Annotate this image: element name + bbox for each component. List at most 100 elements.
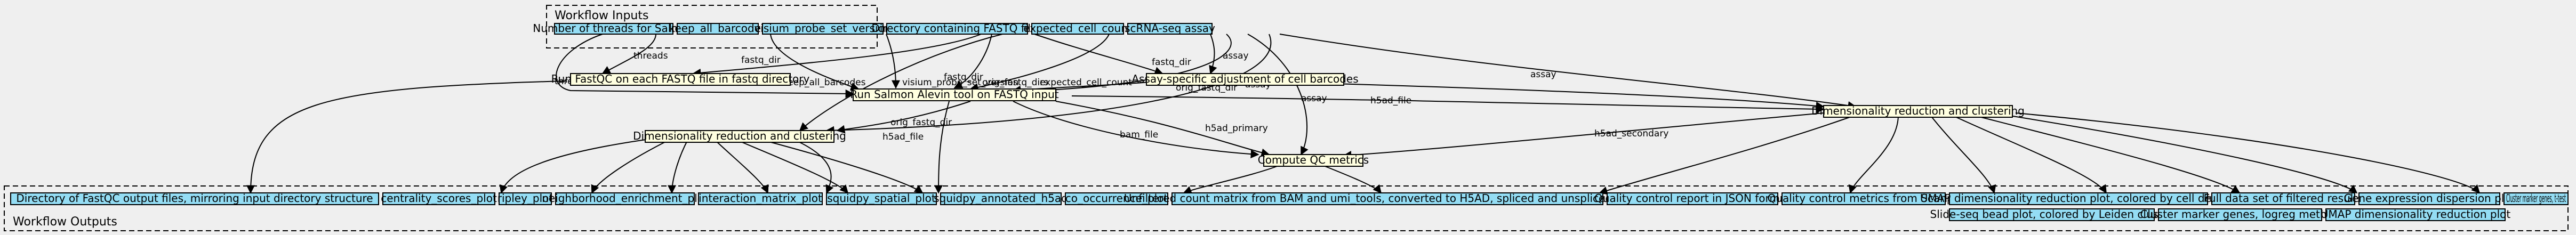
edge-label: h5ad_file (882, 132, 924, 142)
edge-fastqdir-adjust (1034, 34, 1163, 75)
output-node-neighborhood[interactable]: neighborhood_enrichment_plot (542, 192, 708, 205)
output-node-box (1607, 192, 1778, 205)
output-node-qc-scanpy[interactable]: Quality control metrics from Scanpy (1768, 192, 1960, 205)
workflow-outputs-label: Workflow Outputs (13, 215, 117, 229)
workflow-outputs-cluster (4, 185, 2569, 231)
output-node-box (1781, 192, 1946, 205)
step-node-dimred-right[interactable]: Dimensionality reduction and clustering (1811, 104, 2025, 117)
edge-dimred-right-slideseq (1972, 115, 2241, 193)
output-node-box (10, 192, 379, 205)
step-node-dimred-left[interactable]: Dimensionality reduction and clustering (633, 129, 846, 142)
edge-label: h5ad_file (1370, 95, 1411, 106)
edge-salmon-dimred-right (1071, 95, 1825, 114)
input-node-box (1031, 23, 1124, 35)
step-node-box (570, 73, 791, 86)
output-node-annotated[interactable]: squidpy_annotated_h5ad (934, 192, 1068, 205)
edge-threads-salmon (556, 34, 854, 98)
output-node-box (499, 192, 552, 205)
edge-dimred-right-dispersion (1930, 115, 1996, 194)
input-node-assay[interactable]: scRNA-seq assay (1125, 22, 1215, 35)
edge-dimred-right-full-data (1848, 115, 1899, 194)
edge-label: assay (1223, 51, 1249, 61)
input-node-box (762, 23, 884, 35)
edge-label: bam_file (1120, 129, 1158, 140)
edge-label: orig_fastq_dirs (982, 77, 1048, 88)
step-node-box (1823, 105, 2013, 118)
edges (246, 34, 2481, 195)
output-node-box (1065, 192, 1168, 205)
edge-label: fastq_dir (944, 72, 983, 83)
output-node-umap-plot[interactable]: UMAP dimensionality reduction plot (2321, 208, 2511, 221)
output-node-slideseq[interactable]: Slide-seq bead plot, colored by Leiden c… (1930, 208, 2174, 221)
output-node-box (698, 192, 823, 205)
step-node-box (645, 130, 834, 143)
edge-dimred-right-umap-density (1599, 115, 1856, 195)
edge-dimred-left-annotated (757, 138, 924, 193)
output-node-ripley[interactable]: ripley_plot (497, 192, 553, 205)
output-node-fastqc-dir[interactable]: Directory of FastQC output files, mirror… (16, 192, 373, 205)
output-node-markers-logreg[interactable]: Cluster marker genes, logreg method (2140, 208, 2340, 221)
step-node-qc[interactable]: Compute QC metrics (1258, 153, 1369, 166)
step-node-box (853, 88, 1056, 101)
input-node-fastq-dir[interactable]: Directory containing FASTQ files (871, 22, 1042, 35)
output-node-spatial[interactable]: squidpy_spatial_plot (827, 192, 936, 205)
workflow-inputs-label: Workflow Inputs (555, 9, 648, 22)
step-node-box (1146, 73, 1344, 86)
edge-fastqdir-dimred-left (799, 34, 1003, 132)
input-nodes: Number of threads for Salmon keep_all_ba… (533, 22, 1215, 35)
input-node-box (1127, 23, 1213, 35)
edge-label: orig_fastq_dir (890, 117, 952, 128)
edge-dimred-left-spatial (735, 139, 849, 194)
edge-assay-dimred-right (1279, 34, 1857, 110)
input-node-box (554, 23, 673, 35)
output-nodes: Directory of FastQC output files, mirror… (10, 192, 2569, 205)
edge-threads-fastqc (601, 34, 656, 74)
output-node-interaction[interactable]: interaction_matrix_plot (699, 192, 822, 205)
edge-assay-salmon (1012, 34, 1232, 96)
edge-dimred-left-centrality (499, 137, 662, 194)
input-node-keep-all-barcodes[interactable]: keep_all_barcodes (669, 22, 767, 35)
output-node-box (2158, 208, 2322, 221)
output-node-count-matrix[interactable]: Unfiltered count matrix from BAM and umi… (1124, 192, 1651, 205)
output-node-full-data[interactable]: Full data set of filtered results (2204, 192, 2363, 205)
edge-qc-json (1183, 165, 1280, 195)
edge-labels: threads threads keep_all_barcodes visium… (555, 51, 1668, 142)
output-node-centrality[interactable]: centrality_scores_plot (381, 192, 497, 205)
output-node-box (1171, 192, 1603, 205)
output-node-box (1949, 208, 2155, 221)
output-node-dispersion[interactable]: Gene expression dispersion plot (2344, 192, 2515, 205)
edge-label: fastq_dir (741, 55, 781, 66)
output-node-box (2211, 192, 2355, 205)
output-nodes-extra: Slide-seq bead plot, colored by Leiden c… (1930, 208, 2511, 221)
edge-dimred-left-neighborhood (668, 139, 688, 194)
output-node-box (555, 192, 695, 205)
step-node-salmon[interactable]: Run Salmon Alevin tool on FASTQ input (850, 88, 1058, 101)
edge-label: visium_probe_set_version (902, 77, 1019, 88)
edge-assay-adjust (1209, 34, 1217, 75)
edge-label: expected_cell_count (1040, 77, 1132, 88)
edge-label: threads (633, 51, 668, 61)
output-node-markers-ttest[interactable]: Cluster marker genes, t-test (2506, 192, 2566, 205)
step-node-adjust-barcodes[interactable]: Assay-specific adjustment of cell barcod… (1131, 72, 1358, 85)
step-nodes: Run FastQC on each FASTQ file in fastq d… (551, 72, 2025, 167)
input-node-expected-cell-count[interactable]: expected_cell_count (1023, 22, 1132, 35)
edge-dimred-right-qc (1343, 112, 1824, 160)
edge-salmon-count-matrix (934, 101, 950, 194)
edge-dimred-right-markers-ttest (1951, 115, 2107, 194)
edge-fastqc-output (246, 80, 566, 194)
output-node-box (2358, 192, 2500, 205)
input-node-visium[interactable]: visium_probe_set_version (754, 22, 891, 35)
input-node-box (886, 23, 1028, 35)
edge-label: keep_all_barcodes (783, 77, 866, 88)
output-node-umap-density[interactable]: UMAP dimensionality reduction plot, colo… (1920, 192, 2237, 205)
step-node-fastqc[interactable]: Run FastQC on each FASTQ file in fastq d… (551, 72, 810, 85)
output-node-cooccurrence[interactable]: co_occurrence_plot (1065, 192, 1168, 205)
edge-label: fastq_dir (1152, 57, 1191, 68)
input-node-threads[interactable]: Number of threads for Salmon (533, 22, 694, 35)
output-node-box (826, 192, 937, 205)
edge-salmon-qc-h5ad (1055, 101, 1270, 157)
output-node-qc-json[interactable]: Quality control report in JSON format (1594, 192, 1791, 205)
edge-adjust-dimred-right (1242, 80, 1825, 110)
output-node-box (1949, 192, 2208, 205)
